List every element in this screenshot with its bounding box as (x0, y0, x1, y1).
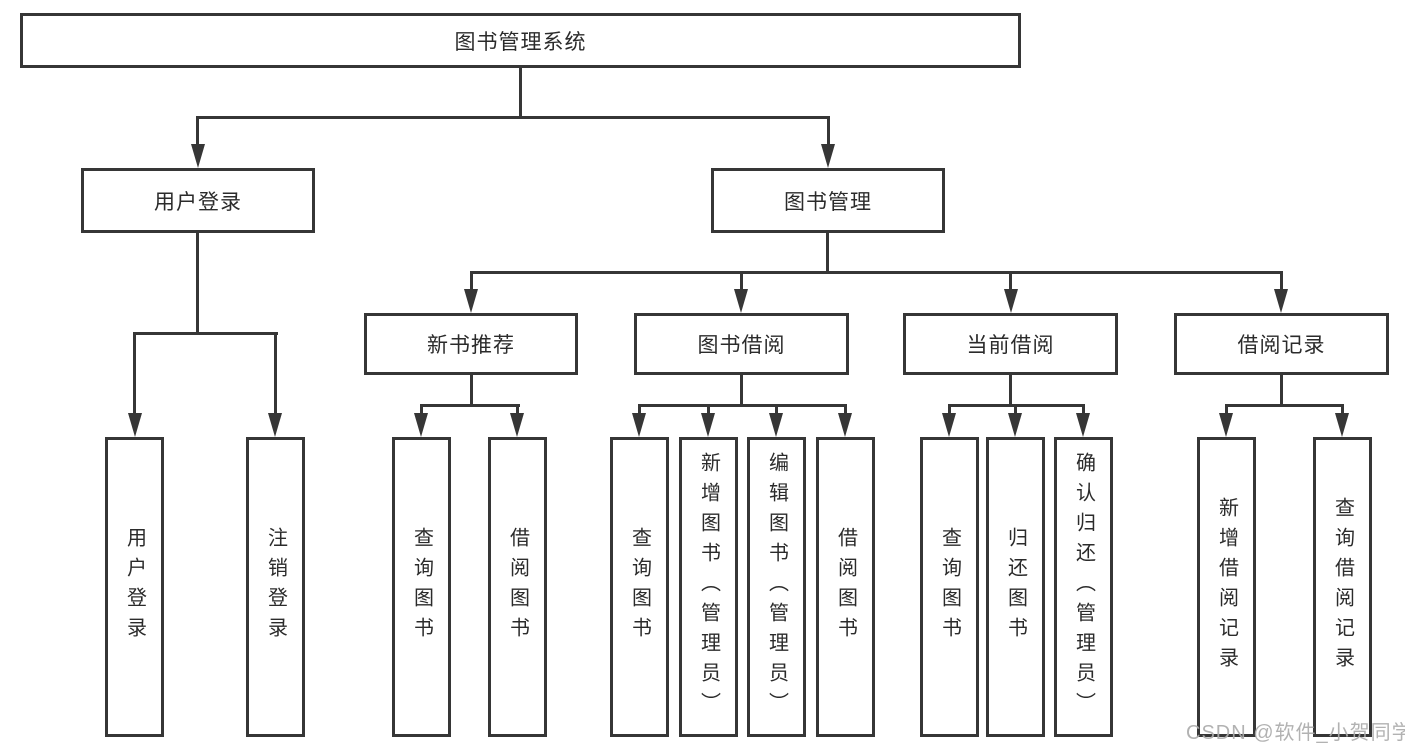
connector-line (133, 332, 278, 335)
connector-line (133, 334, 136, 416)
connector-line (420, 405, 423, 417)
leaf-borrow-books: 借阅图书 (816, 437, 875, 737)
connector-arrowhead (701, 413, 715, 437)
connector-line (470, 375, 473, 407)
leaf-borrow-books-recommend: 借阅图书 (488, 437, 547, 737)
leaf-label: 用户登录 (123, 527, 146, 647)
leaf-label: 新增借阅记录 (1215, 497, 1238, 677)
leaf-user-login: 用户登录 (105, 437, 164, 737)
leaf-edit-books-admin: 编辑图书（管理员） (747, 437, 806, 737)
connector-arrowhead (510, 413, 524, 437)
leaf-query-books-borrowing: 查询图书 (610, 437, 669, 737)
connector-line (1009, 375, 1012, 407)
connector-line (519, 68, 522, 118)
leaf-add-books-admin: 新增图书（管理员） (679, 437, 738, 737)
connector-line (196, 118, 199, 148)
connector-line (707, 405, 710, 417)
connector-line (1280, 375, 1283, 407)
node-label: 图书管理系统 (454, 30, 587, 54)
connector-line (1009, 273, 1012, 293)
connector-line (775, 405, 778, 417)
connector-arrowhead (734, 289, 748, 313)
connector-line (420, 404, 520, 407)
connector-line (196, 233, 199, 334)
node-label: 当前借阅 (966, 334, 1055, 357)
connector-line (1280, 273, 1283, 293)
connector-arrowhead (942, 413, 956, 437)
connector-line (1225, 404, 1344, 407)
connector-arrowhead (268, 413, 282, 437)
node-label: 图书管理 (784, 190, 872, 214)
leaf-label: 确认归还（管理员） (1072, 452, 1095, 722)
connector-arrowhead (1004, 289, 1018, 313)
connector-line (1014, 405, 1017, 417)
leaf-label: 注销登录 (264, 527, 287, 647)
connector-arrowhead (1219, 413, 1233, 437)
leaf-label: 查询图书 (628, 527, 651, 647)
connector-line (740, 273, 743, 293)
node-new-book-recommendation: 新书推荐 (364, 313, 578, 375)
connector-arrowhead (1076, 413, 1090, 437)
connector-line (1082, 405, 1085, 417)
leaf-add-borrow-record: 新增借阅记录 (1197, 437, 1256, 737)
node-label: 借阅记录 (1237, 334, 1326, 357)
connector-line (274, 334, 277, 416)
node-user-login: 用户登录 (81, 168, 315, 233)
node-library-management-system: 图书管理系统 (20, 13, 1021, 68)
connector-arrowhead (464, 289, 478, 313)
connector-arrowhead (414, 413, 428, 437)
leaf-label: 查询借阅记录 (1331, 497, 1354, 677)
csdn-watermark: CSDN @软件_小贺同学 (1186, 722, 1405, 744)
connector-arrowhead (821, 144, 835, 168)
connector-line (844, 405, 847, 417)
leaf-label: 借阅图书 (506, 527, 529, 647)
node-label: 新书推荐 (427, 334, 515, 357)
leaf-query-borrow-record: 查询借阅记录 (1313, 437, 1372, 737)
connector-line (638, 404, 847, 407)
connector-arrowhead (838, 413, 852, 437)
node-label: 用户登录 (154, 190, 242, 214)
leaf-label: 借阅图书 (834, 527, 857, 647)
connector-line (948, 405, 951, 417)
leaf-confirm-return-admin: 确认归还（管理员） (1054, 437, 1113, 737)
node-book-management: 图书管理 (711, 168, 945, 233)
node-borrowing-records: 借阅记录 (1174, 313, 1389, 375)
connector-line (740, 375, 743, 407)
connector-arrowhead (128, 413, 142, 437)
node-book-borrowing: 图书借阅 (634, 313, 849, 375)
node-label: 图书借阅 (697, 334, 786, 357)
leaf-query-books-current: 查询图书 (920, 437, 979, 737)
connector-line (638, 405, 641, 417)
connector-arrowhead (191, 144, 205, 168)
leaf-query-books-recommend: 查询图书 (392, 437, 451, 737)
connector-arrowhead (1274, 289, 1288, 313)
connector-arrowhead (632, 413, 646, 437)
leaf-label: 编辑图书（管理员） (765, 452, 788, 722)
connector-line (1341, 405, 1344, 417)
leaf-label: 查询图书 (410, 527, 433, 647)
connector-arrowhead (769, 413, 783, 437)
connector-line (470, 271, 1283, 274)
connector-line (826, 233, 829, 273)
leaf-label: 查询图书 (938, 527, 961, 647)
leaf-logout: 注销登录 (246, 437, 305, 737)
connector-arrowhead (1008, 413, 1022, 437)
connector-line (516, 405, 519, 417)
connector-line (470, 273, 473, 293)
leaf-label: 新增图书（管理员） (697, 452, 720, 722)
leaf-label: 归还图书 (1004, 527, 1027, 647)
connector-arrowhead (1335, 413, 1349, 437)
node-current-borrowing: 当前借阅 (903, 313, 1118, 375)
connector-line (1225, 405, 1228, 417)
connector-line (827, 118, 830, 148)
leaf-return-books: 归还图书 (986, 437, 1045, 737)
connector-line (196, 116, 830, 119)
